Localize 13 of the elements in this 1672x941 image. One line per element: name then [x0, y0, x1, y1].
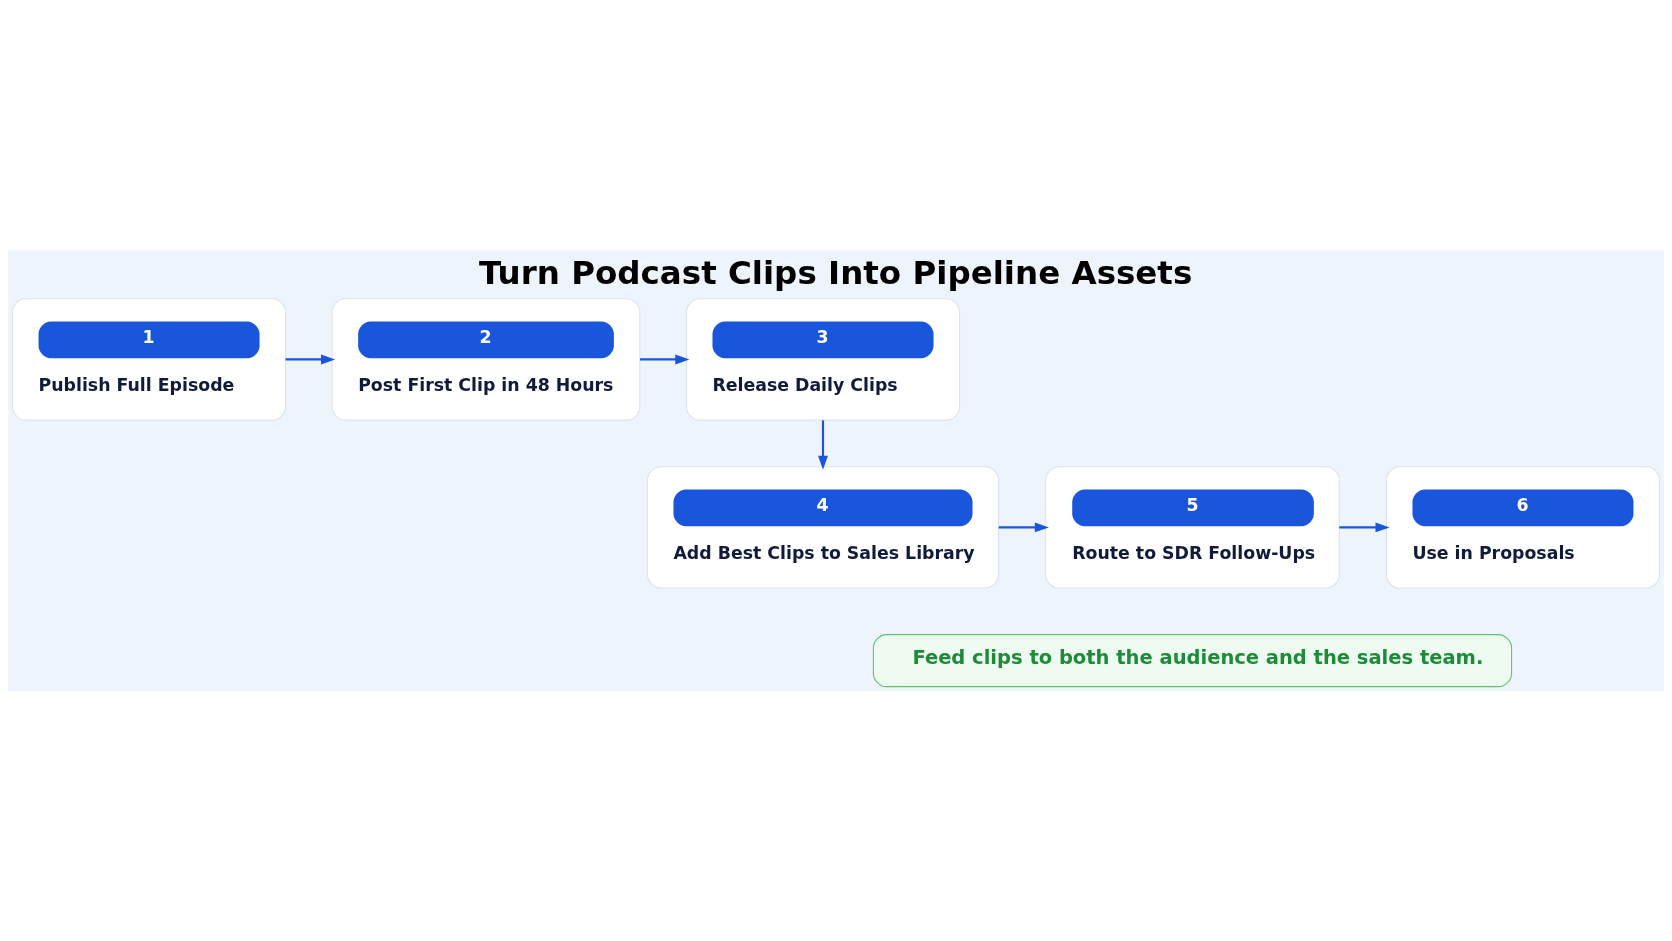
arrow [818, 420, 828, 470]
arrow [1339, 522, 1390, 533]
node-box: 5 Route to SDR Follow-Ups [1045, 466, 1340, 589]
node-box: 2 Post First Clip in 48 Hours [331, 298, 641, 421]
diagram-title: Turn Podcast Clips Into Pipeline Assets [478, 253, 1193, 292]
arrow [285, 354, 336, 365]
node-box: Feed clips to both the audience and the sales team. [872, 634, 1513, 688]
node-box: 4 Add Best Clips to Sales Library [646, 466, 1000, 589]
arrow [998, 522, 1049, 533]
node-box: 3 Release Daily Clips [685, 298, 961, 421]
arrow [640, 354, 690, 365]
node-box: 6 Use in Proposals [1385, 466, 1661, 589]
node-box: 1 Publish Full Episode [11, 298, 287, 421]
